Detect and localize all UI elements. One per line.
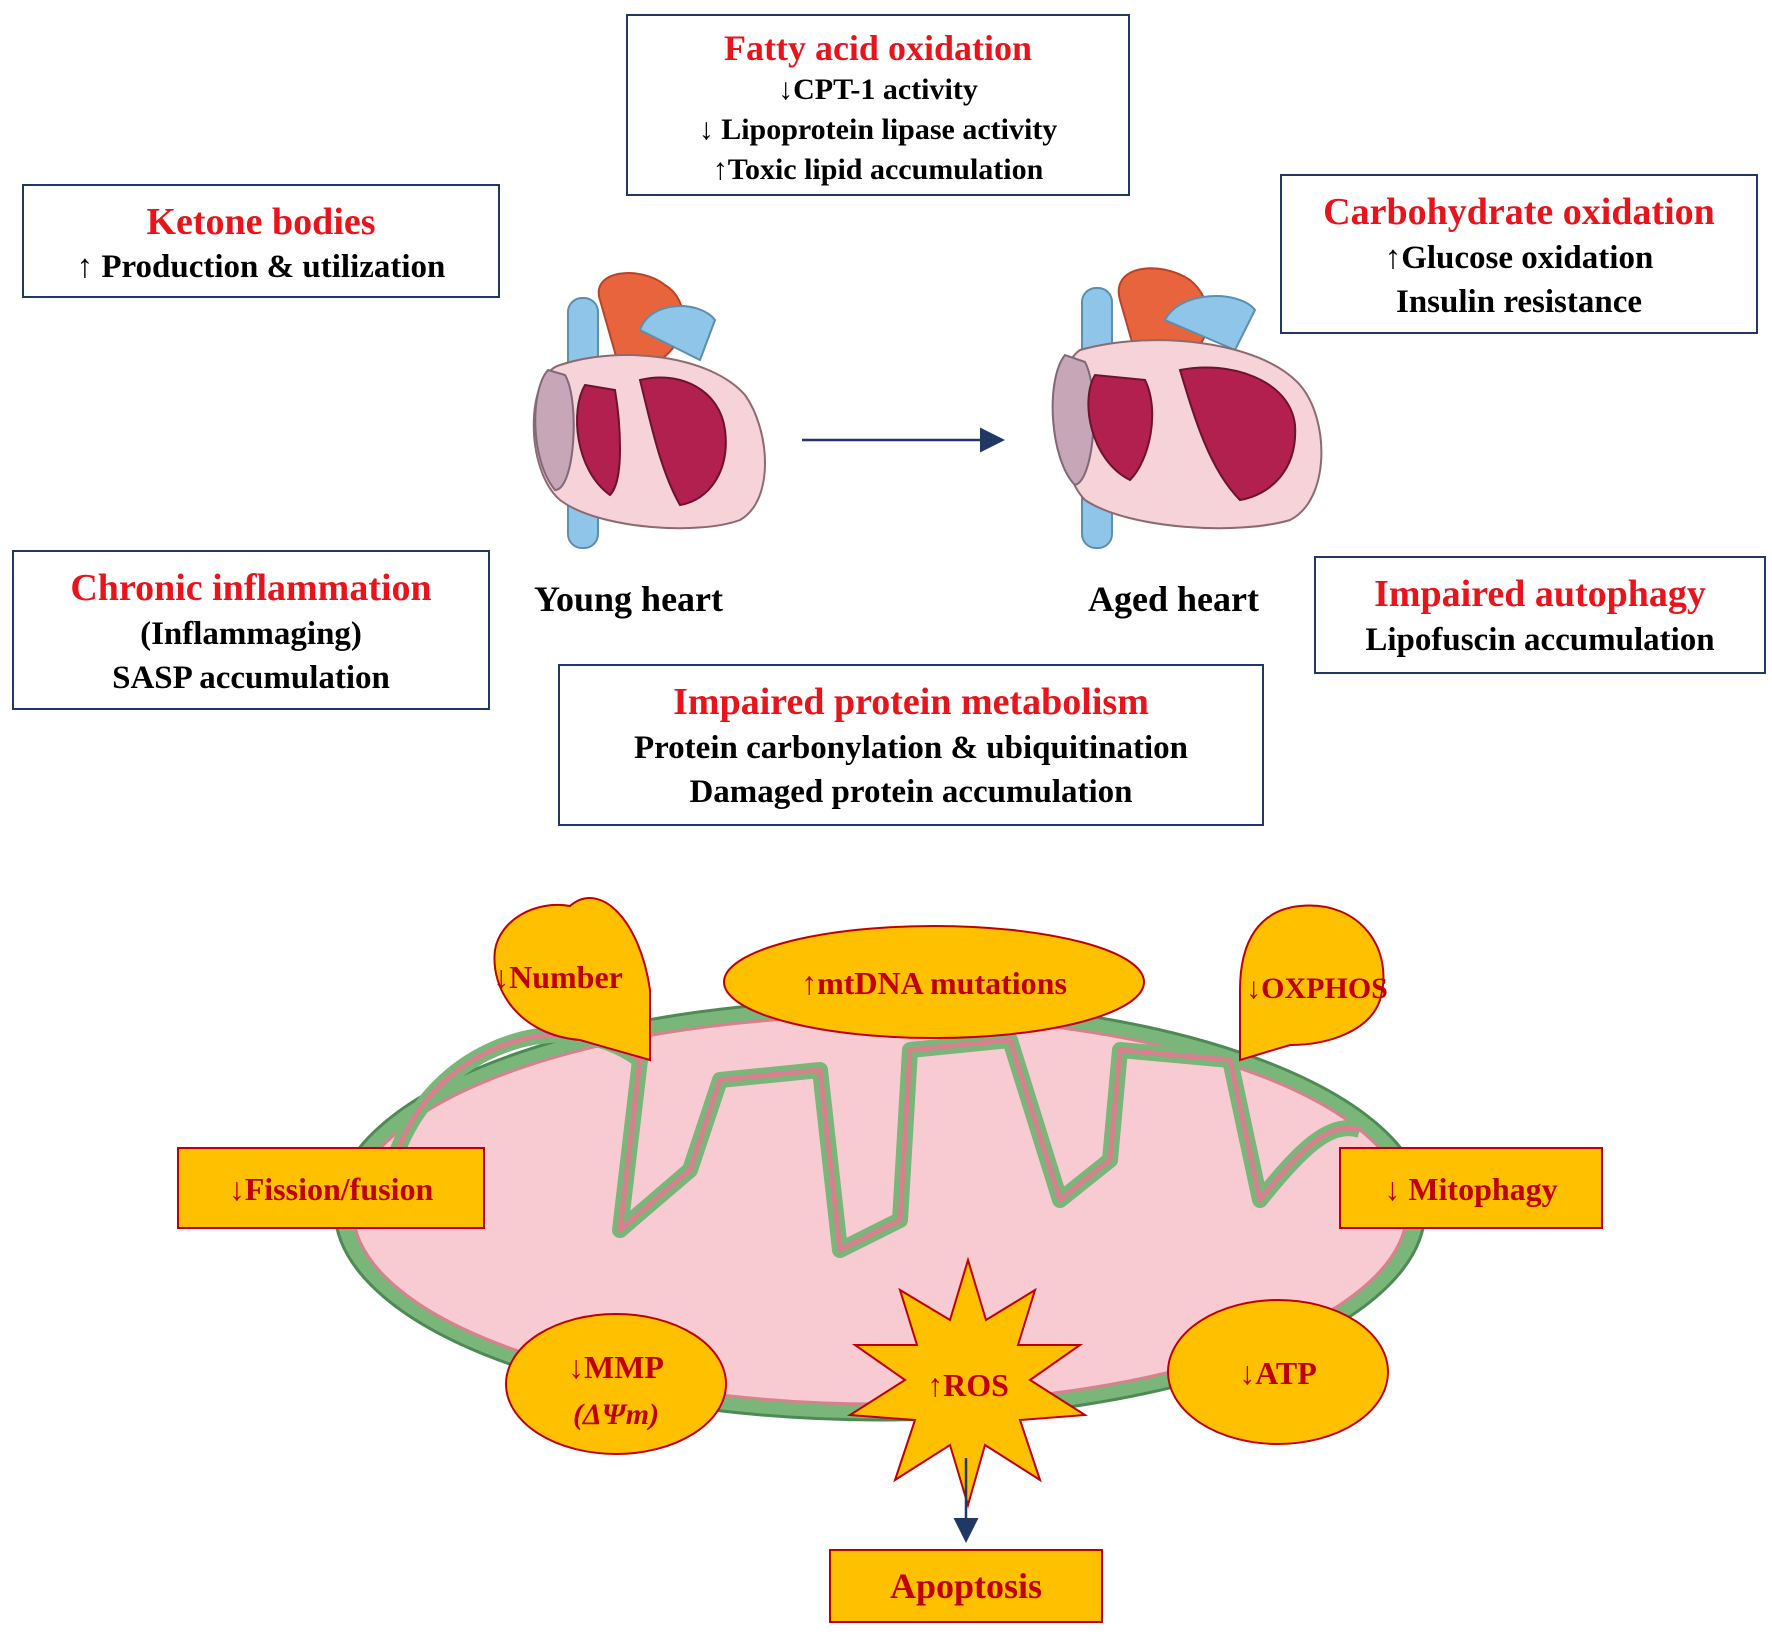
inflammation-line-2: SASP accumulation bbox=[112, 660, 390, 696]
fatty-acid-line-2: ↓ Lipoprotein lipase activity bbox=[698, 113, 1058, 146]
ketone-bodies-line-1: ↑ Production & utilization bbox=[76, 249, 446, 285]
ketone-bodies-box: Ketone bodies ↑ Production & utilization bbox=[22, 184, 500, 298]
number-label: ↓Number bbox=[493, 959, 623, 995]
protein-line-1: Protein carbonylation & ubiquitination bbox=[633, 730, 1189, 766]
ros-label: ↑ROS bbox=[927, 1367, 1009, 1403]
carbohydrate-line-2: Insulin resistance bbox=[1395, 284, 1643, 320]
fatty-acid-oxidation-box: Fatty acid oxidation ↓CPT-1 activity ↓ L… bbox=[626, 14, 1130, 196]
impaired-autophagy-box: Impaired autophagy Lipofuscin accumulati… bbox=[1314, 556, 1766, 674]
aged-heart-illustration bbox=[1051, 267, 1323, 549]
fatty-acid-oxidation-title: Fatty acid oxidation bbox=[723, 28, 1032, 68]
young-heart-illustration bbox=[532, 272, 766, 549]
mitophagy-badge bbox=[1339, 1147, 1603, 1229]
impaired-protein-metabolism-title: Impaired protein metabolism bbox=[673, 681, 1149, 723]
number-badge bbox=[493, 897, 651, 1062]
mtdna-mutations-label: ↑mtDNA mutations bbox=[801, 965, 1067, 1001]
mtdna-mutations-badge bbox=[723, 925, 1145, 1039]
fatty-acid-line-3: ↑Toxic lipid accumulation bbox=[712, 153, 1044, 186]
protein-line-2: Damaged protein accumulation bbox=[689, 774, 1133, 810]
atp-badge bbox=[1167, 1299, 1389, 1445]
young-heart-label: Young heart bbox=[534, 579, 724, 619]
aged-heart-label: Aged heart bbox=[1088, 579, 1259, 619]
fission-fusion-label: ↓Fission/fusion bbox=[229, 1171, 434, 1207]
oxphos-badge bbox=[1239, 904, 1385, 1062]
autophagy-line-1: Lipofuscin accumulation bbox=[1365, 622, 1715, 658]
mmp-label: ↓MMP bbox=[568, 1349, 664, 1385]
impaired-protein-metabolism-box: Impaired protein metabolism Protein carb… bbox=[558, 664, 1264, 826]
mitophagy-label: ↓ Mitophagy bbox=[1384, 1171, 1557, 1207]
mmp-sublabel: (ΔΨm) bbox=[573, 1398, 659, 1431]
mmp-badge bbox=[505, 1313, 727, 1455]
ros-burst bbox=[846, 1256, 1089, 1509]
fatty-acid-line-1: ↓CPT-1 activity bbox=[778, 73, 978, 106]
chronic-inflammation-title: Chronic inflammation bbox=[70, 567, 432, 609]
carbohydrate-oxidation-title: Carbohydrate oxidation bbox=[1323, 191, 1715, 233]
apoptosis-badge bbox=[829, 1549, 1103, 1623]
oxphos-label: ↓OXPHOS bbox=[1246, 972, 1388, 1005]
chronic-inflammation-box: Chronic inflammation (Inflammaging) SASP… bbox=[12, 550, 490, 710]
apoptosis-label: Apoptosis bbox=[890, 1566, 1042, 1606]
fission-fusion-badge bbox=[177, 1147, 485, 1229]
carbohydrate-line-1: ↑Glucose oxidation bbox=[1384, 240, 1654, 276]
inflammation-line-1: (Inflammaging) bbox=[140, 616, 362, 652]
atp-label: ↓ATP bbox=[1239, 1355, 1317, 1391]
ketone-bodies-title: Ketone bodies bbox=[146, 201, 376, 243]
carbohydrate-oxidation-box: Carbohydrate oxidation ↑Glucose oxidatio… bbox=[1280, 174, 1758, 334]
impaired-autophagy-title: Impaired autophagy bbox=[1374, 573, 1706, 615]
